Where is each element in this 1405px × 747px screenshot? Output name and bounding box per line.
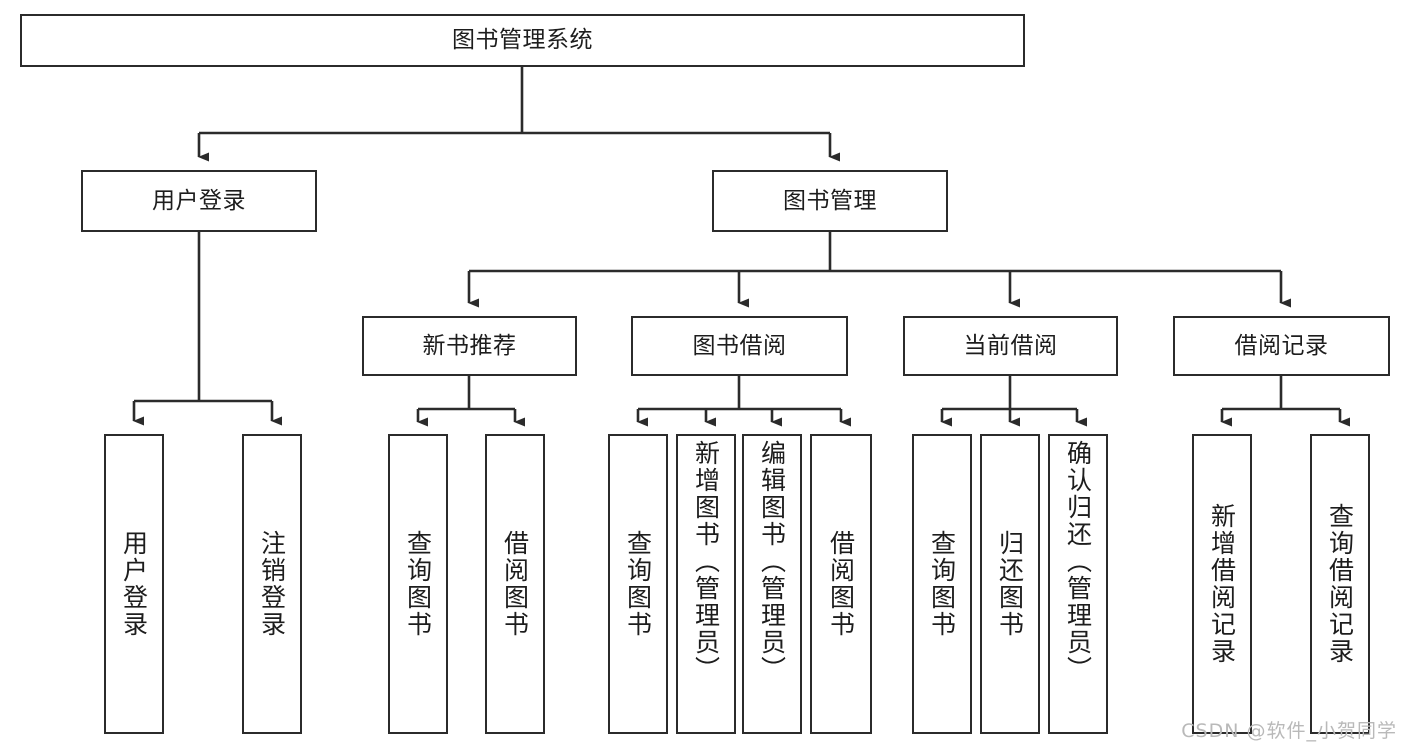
leaf-query-book-borrow[interactable]: 查询图书 <box>608 434 668 734</box>
node-user-login[interactable]: 用户登录 <box>81 170 317 232</box>
node-book-management[interactable]: 图书管理 <box>712 170 948 232</box>
node-label: 借阅图书 <box>500 530 530 638</box>
node-label: 归还图书 <box>995 530 1025 638</box>
node-label: 当前借阅 <box>963 332 1058 359</box>
node-label: 编辑图书（管理员） <box>757 440 787 683</box>
leaf-return-book[interactable]: 归还图书 <box>980 434 1040 734</box>
node-label: 用户登录 <box>119 530 149 638</box>
leaf-edit-book-admin[interactable]: 编辑图书（管理员） <box>742 434 802 734</box>
node-label: 图书管理 <box>783 187 877 214</box>
node-new-book-recommend[interactable]: 新书推荐 <box>362 316 577 376</box>
leaf-add-borrow-record[interactable]: 新增借阅记录 <box>1192 434 1252 734</box>
node-root-book-management-system[interactable]: 图书管理系统 <box>20 14 1025 67</box>
leaf-borrow-book[interactable]: 借阅图书 <box>810 434 872 734</box>
leaf-logout-login[interactable]: 注销登录 <box>242 434 302 734</box>
leaf-add-book-admin[interactable]: 新增图书（管理员） <box>676 434 736 734</box>
node-label: 借阅记录 <box>1234 332 1329 359</box>
leaf-borrow-book-recommend[interactable]: 借阅图书 <box>485 434 545 734</box>
node-label: 用户登录 <box>152 187 246 214</box>
node-label: 图书借阅 <box>692 332 787 359</box>
node-label: 查询图书 <box>403 530 433 638</box>
node-label: 注销登录 <box>257 530 287 638</box>
node-label: 新书推荐 <box>422 332 517 359</box>
node-label: 新增借阅记录 <box>1207 503 1237 665</box>
watermark: CSDN @软件_小贺同学 <box>1181 720 1397 742</box>
node-book-borrow[interactable]: 图书借阅 <box>631 316 848 376</box>
leaf-query-book-recommend[interactable]: 查询图书 <box>388 434 448 734</box>
node-current-borrow[interactable]: 当前借阅 <box>903 316 1118 376</box>
leaf-query-book-current[interactable]: 查询图书 <box>912 434 972 734</box>
node-borrow-record[interactable]: 借阅记录 <box>1173 316 1390 376</box>
node-label: 借阅图书 <box>826 530 856 638</box>
leaf-confirm-return-admin[interactable]: 确认归还（管理员） <box>1048 434 1108 734</box>
node-label: 图书管理系统 <box>452 27 593 54</box>
leaf-query-borrow-record[interactable]: 查询借阅记录 <box>1310 434 1370 734</box>
node-label: 新增图书（管理员） <box>691 440 721 683</box>
node-label: 确认归还（管理员） <box>1063 440 1093 683</box>
node-label: 查询借阅记录 <box>1325 503 1355 665</box>
node-label: 查询图书 <box>623 530 653 638</box>
node-label: 查询图书 <box>927 530 957 638</box>
leaf-user-login[interactable]: 用户登录 <box>104 434 164 734</box>
